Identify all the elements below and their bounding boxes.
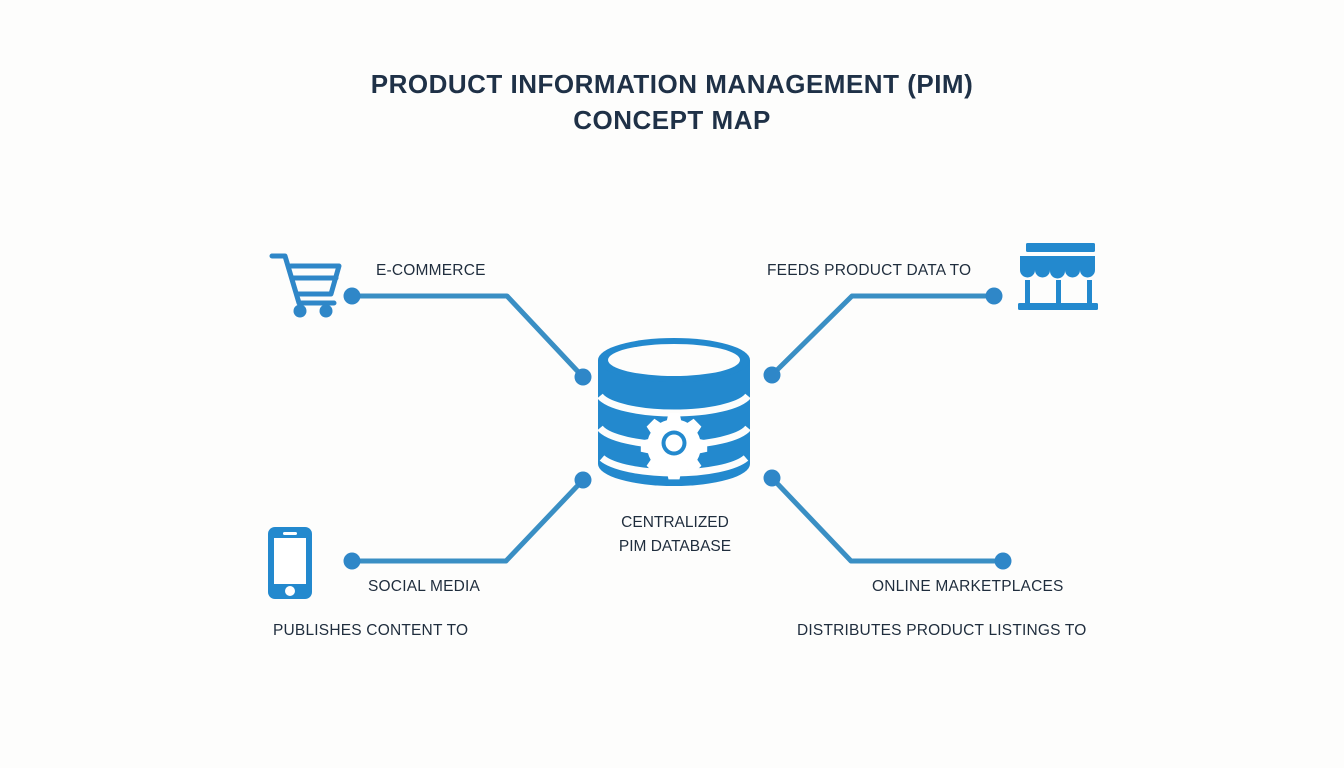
gear-icon xyxy=(640,413,708,480)
node-dot-ecommerce xyxy=(343,287,361,305)
connector-database-to-marketplaces xyxy=(763,469,1012,570)
node-dot-marketplaces xyxy=(994,552,1012,570)
node-dot-database-topleft xyxy=(574,368,592,386)
connector-database-to-storefront xyxy=(763,287,1003,384)
connector-socialmedia-to-database xyxy=(343,471,592,570)
node-dot-storefront xyxy=(985,287,1003,305)
mobile-phone-icon xyxy=(268,527,312,599)
storefront-icon xyxy=(1018,243,1098,310)
shopping-cart-icon xyxy=(269,253,342,318)
node-dot-database-bottomright xyxy=(763,469,781,487)
connector-ecommerce-to-database xyxy=(343,287,592,386)
node-dot-socialmedia xyxy=(343,552,361,570)
node-dot-database-topright xyxy=(763,366,781,384)
node-dot-database-bottomleft xyxy=(574,471,592,489)
database-gear-icon xyxy=(597,338,751,486)
